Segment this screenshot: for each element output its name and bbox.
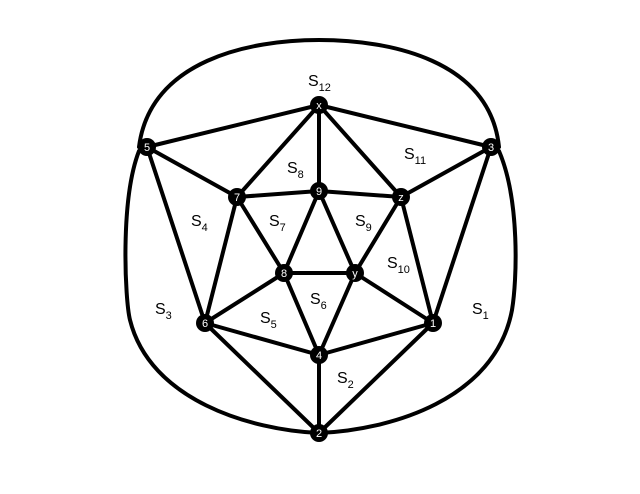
node-circle <box>392 188 410 206</box>
nodes: x 5 3 7 9 z 8 y 6 1 4 2 <box>138 96 500 442</box>
edge-3-1 <box>431 145 493 325</box>
node-2: 2 <box>310 424 328 442</box>
edge-x-3 <box>317 103 493 149</box>
node-6: 6 <box>196 314 214 332</box>
edge-9-8 <box>282 189 321 275</box>
node-x: x <box>310 96 328 114</box>
node-label: 3 <box>488 142 494 154</box>
node-label: 7 <box>234 192 240 204</box>
edge-z-y <box>353 195 403 275</box>
face-label-s4: S4 <box>191 213 208 234</box>
node-z: z <box>392 188 410 206</box>
edge-left-arc <box>123 149 321 435</box>
edge-8-6 <box>203 271 286 325</box>
face-label-s10: S10 <box>387 255 410 276</box>
face-label-s5: S5 <box>260 310 277 331</box>
edge-9-z <box>317 189 403 199</box>
node-y: y <box>346 264 364 282</box>
edge-x-7 <box>235 103 321 199</box>
edge-7-8 <box>235 195 286 275</box>
node-circle <box>138 138 156 156</box>
node-9: 9 <box>310 182 328 200</box>
edge-z-1 <box>399 195 435 325</box>
node-5: 5 <box>138 138 156 156</box>
edge-8-4 <box>282 271 321 357</box>
edge-6-2 <box>203 321 321 435</box>
face-label-s2: S2 <box>337 370 354 391</box>
node-label: 2 <box>316 428 322 440</box>
node-circle <box>275 264 293 282</box>
node-circle <box>196 314 214 332</box>
face-label-s3: S3 <box>155 301 172 322</box>
node-label: z <box>398 192 404 204</box>
node-circle <box>482 138 500 156</box>
edge-3-z <box>399 145 493 199</box>
node-label: 1 <box>430 318 436 330</box>
edge-x-z <box>317 103 403 199</box>
edge-5-7 <box>145 145 239 199</box>
edges <box>145 103 493 435</box>
node-circle <box>228 188 246 206</box>
node-1: 1 <box>424 314 442 332</box>
node-label: 9 <box>316 186 322 198</box>
face-label-s11: S11 <box>404 146 426 167</box>
node-circle <box>310 96 328 114</box>
edge-6-4 <box>203 321 321 357</box>
node-circle <box>346 264 364 282</box>
edge-1-2 <box>317 321 435 435</box>
face-label-s7: S7 <box>269 213 286 234</box>
node-label: x <box>316 100 322 112</box>
face-label-s12: S12 <box>308 73 331 94</box>
node-label: y <box>352 268 358 280</box>
face-label-s8: S8 <box>287 160 304 181</box>
node-3: 3 <box>482 138 500 156</box>
node-7: 7 <box>228 188 246 206</box>
edge-9-y <box>317 189 357 275</box>
node-label: 6 <box>202 318 208 330</box>
edge-y-4 <box>317 271 357 357</box>
node-circle <box>310 346 328 364</box>
edge-7-6 <box>203 195 239 325</box>
edge-x-5 <box>145 103 321 149</box>
node-8: 8 <box>275 264 293 282</box>
outer-curves <box>123 37 518 435</box>
node-label: 4 <box>316 350 322 362</box>
node-circle <box>310 424 328 442</box>
node-label: 8 <box>281 268 287 280</box>
edge-7-9 <box>235 189 321 199</box>
edge-top-arc <box>137 37 501 149</box>
node-label: 5 <box>144 142 150 154</box>
edge-right-arc <box>317 149 518 435</box>
node-circle <box>310 182 328 200</box>
face-label-s6: S6 <box>310 291 327 312</box>
face-label-s1: S1 <box>472 301 489 322</box>
face-label-s9: S9 <box>355 213 372 234</box>
edge-1-4 <box>317 321 435 357</box>
edge-5-6 <box>145 145 207 325</box>
node-4: 4 <box>310 346 328 364</box>
edge-y-1 <box>353 271 435 325</box>
node-circle <box>424 314 442 332</box>
